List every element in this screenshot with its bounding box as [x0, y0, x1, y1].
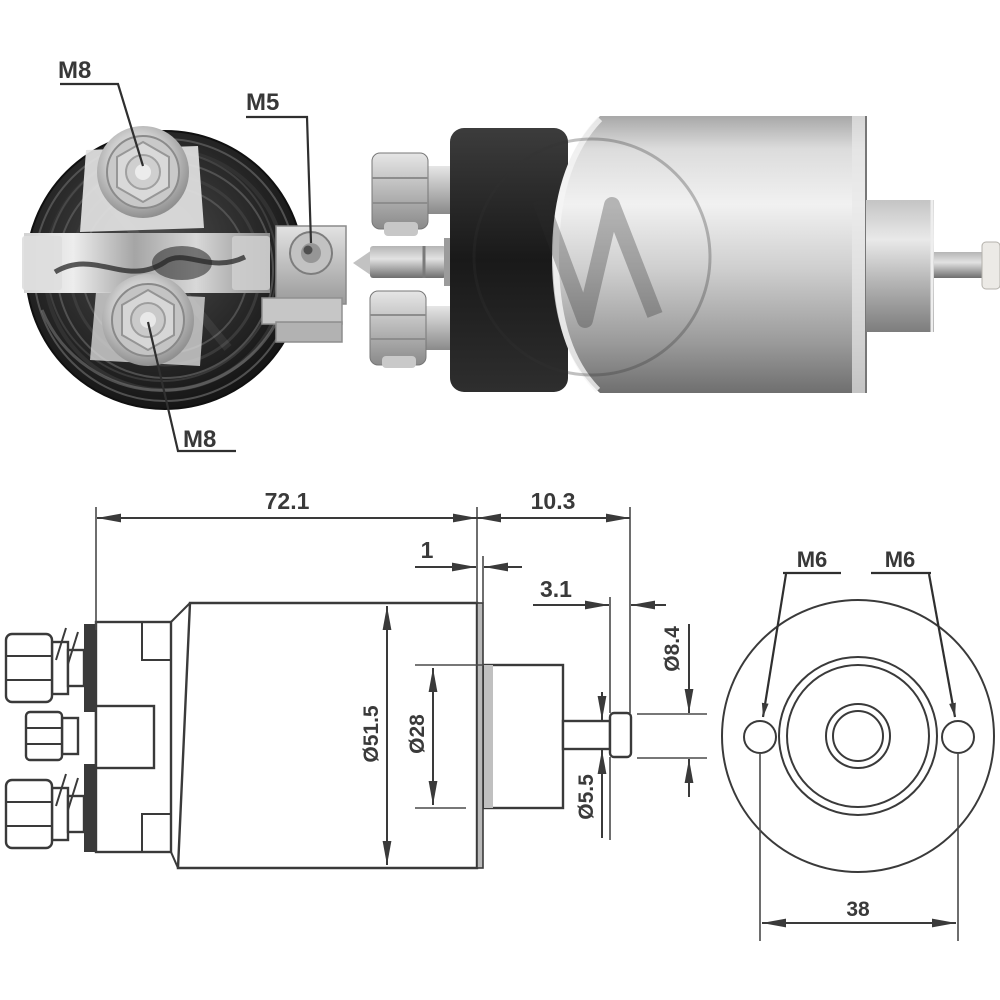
plunger-tip [353, 250, 372, 276]
bottom-bolt-washer [382, 356, 416, 368]
m5-leader [246, 115, 313, 244]
front-hub-bore [832, 710, 884, 762]
cap-crimp-bottom [170, 851, 179, 869]
drum-rear-rim [852, 116, 866, 393]
top-terminal-hex [4, 632, 54, 704]
m5-bracket-step [261, 297, 343, 325]
cap-step-bottom [141, 813, 171, 852]
cap-center-boss [94, 704, 156, 770]
m8-top-leader [60, 82, 145, 167]
m8-bottom-label: M8 [183, 426, 216, 453]
front-ring-inner [786, 664, 930, 808]
solenoid-cap-dark [450, 128, 568, 392]
front-outer-circle [721, 599, 995, 873]
dim-overall-length: 72.1 [265, 488, 310, 514]
front-ring-outer [778, 656, 938, 816]
watermark-letter [532, 197, 663, 328]
rear-shaft-tip [981, 241, 1000, 290]
bottom-bolt-hex [369, 290, 427, 366]
side-view-photo [353, 116, 1000, 393]
plunger-shaft [370, 246, 446, 278]
bridge-left-ear [22, 236, 62, 290]
m5-hole-center [303, 245, 313, 255]
insulator-bar-top [84, 624, 96, 712]
bottom-terminal-collar [66, 794, 86, 834]
thread-mark [55, 773, 67, 807]
dim-hole-spacing: 38 [846, 898, 870, 921]
drawing-shaft [561, 719, 612, 751]
drawing-boss [482, 663, 565, 810]
top-terminal-collar [66, 648, 86, 688]
top-bolt-washer [384, 222, 418, 236]
bottom-terminal-hex [4, 778, 54, 850]
coil-wire [53, 254, 247, 275]
solenoid-drum [552, 116, 866, 393]
m6-left-leader [761, 573, 788, 718]
m8-top-stud-tip [135, 164, 151, 180]
insulator-bar-bottom [84, 764, 96, 852]
thread-mark [55, 627, 67, 661]
mid-terminal-hex [24, 710, 64, 762]
front-drawing: M6 M6 38 [721, 547, 995, 941]
bottom-bolt-rod [426, 306, 454, 350]
cap-rim-highlight [40, 309, 282, 392]
bridge-right-ear [232, 236, 270, 290]
m8-top-label: M8 [58, 57, 91, 84]
dim-body-dia: Ø51.5 [360, 705, 383, 763]
rear-boss [866, 200, 934, 332]
watermark-circle [472, 137, 712, 377]
top-bolt-hex [371, 152, 429, 230]
bridge-shadow-blob [152, 246, 212, 280]
drum-front-rim [552, 116, 603, 393]
dim-tip-dia: Ø8.4 [661, 626, 684, 672]
dim-shaft-dia: Ø5.5 [575, 774, 598, 820]
m6-hole-right [941, 720, 975, 754]
boss-shading [484, 665, 493, 808]
cap-crimp-top [170, 602, 191, 623]
drawing-tip [608, 711, 633, 759]
dim-tip-length: 3.1 [540, 576, 572, 602]
rear-shaft [934, 252, 984, 278]
end-view-photo: M8 M5 M8 [22, 57, 347, 453]
dim-flange: 1 [421, 537, 434, 563]
m6-right-leader [927, 573, 957, 718]
thread-mark [67, 631, 79, 665]
m6-right-label: M6 [885, 547, 916, 572]
m5-bracket-step2 [275, 321, 343, 343]
m6-left-label: M6 [797, 547, 828, 572]
drawing-flange [476, 602, 484, 869]
side-drawing: 72.1 10.3 1 3.1 Ø51.5 Ø28 Ø8.4 Ø5.5 [4, 488, 707, 870]
front-hub-outer [825, 703, 891, 769]
brand-watermark [472, 137, 712, 377]
dim-protrusion: 10.3 [531, 488, 576, 514]
m6-hole-left [743, 720, 777, 754]
cap-step-top [141, 622, 171, 661]
m5-label: M5 [246, 89, 279, 116]
mid-terminal-washer [60, 716, 80, 756]
m8-bottom-stud-tip [140, 312, 156, 328]
dim-boss-dia: Ø28 [406, 714, 429, 754]
thread-mark [67, 777, 79, 811]
m8-bottom-leader [146, 321, 236, 453]
